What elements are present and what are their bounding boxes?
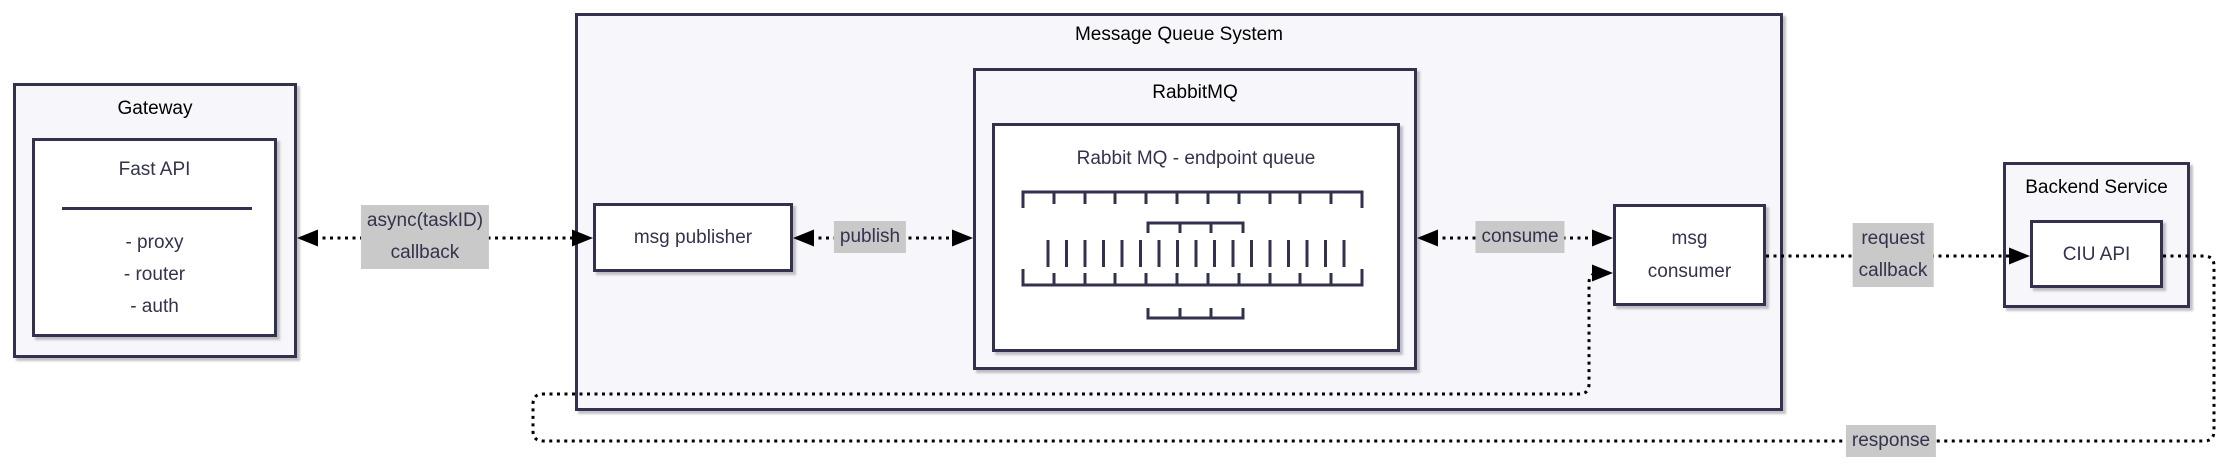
edge-label-request-callback: request callback xyxy=(1852,223,1934,287)
fastapi-items: - proxy - router - auth xyxy=(35,227,274,323)
ciu-api-label: CIU API xyxy=(2062,243,2131,265)
gateway-title: Gateway xyxy=(117,98,193,119)
fastapi-item-proxy: - proxy xyxy=(125,232,184,253)
endpoint-queue-node: Rabbit MQ - endpoint queue xyxy=(992,123,1400,352)
msg-publisher-label: msg publisher xyxy=(633,227,753,248)
fastapi-item-router: - router xyxy=(123,264,186,285)
ciu-api-node: CIU API xyxy=(2030,220,2163,288)
rabbitmq-title: RabbitMQ xyxy=(1152,82,1238,103)
msg-consumer-label-line1: msg xyxy=(1671,228,1708,249)
fastapi-node: Fast API - proxy - router - auth xyxy=(32,138,277,337)
edge-label-async-line2: callback xyxy=(390,242,460,263)
mq-system-title: Message Queue System xyxy=(1074,24,1284,45)
msg-consumer-node: msg consumer xyxy=(1613,204,1766,306)
fastapi-divider xyxy=(62,207,252,210)
endpoint-queue-title: Rabbit MQ - endpoint queue xyxy=(1076,148,1316,169)
backend-service-title: Backend Service xyxy=(2025,177,2168,198)
fastapi-item-auth: - auth xyxy=(130,296,179,317)
edge-label-async-line1: async(taskID) xyxy=(366,210,484,231)
edge-label-request-line2: callback xyxy=(1858,260,1928,281)
edge-label-response: response xyxy=(1845,425,1937,457)
arrowhead-left xyxy=(297,229,318,247)
msg-consumer-label-line2: consumer xyxy=(1647,261,1732,282)
edge-label-async-callback: async(taskID) callback xyxy=(360,205,490,269)
edge-label-publish: publish xyxy=(833,221,907,253)
fastapi-title: Fast API xyxy=(118,159,191,180)
edge-label-request-line1: request xyxy=(1861,228,1925,249)
edge-label-consume: consume xyxy=(1475,221,1565,253)
msg-publisher-node: msg publisher xyxy=(593,203,793,272)
